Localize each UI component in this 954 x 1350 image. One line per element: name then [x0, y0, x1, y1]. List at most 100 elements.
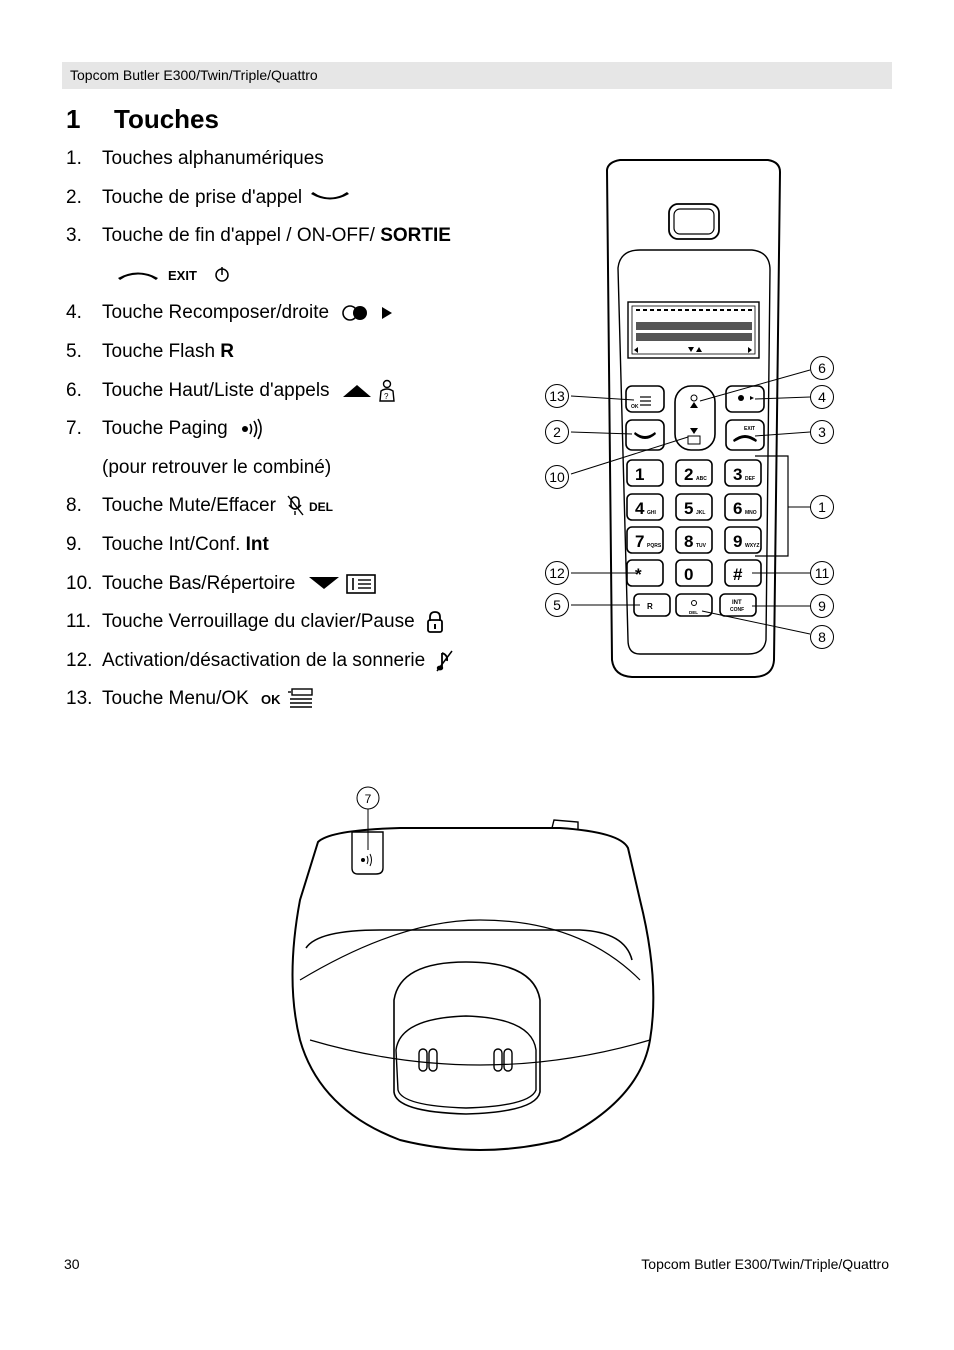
callout-number: 2 — [553, 424, 561, 440]
callout-number: 1 — [818, 499, 826, 515]
keypad-key — [626, 493, 664, 521]
keys-list: 1. Touches alphanumériques 2.Touche de pr… — [66, 145, 454, 724]
list-item: 5. Touche Flash R — [66, 338, 454, 377]
section-title: Touches — [114, 104, 219, 134]
callout-number: 10 — [549, 469, 565, 485]
lock-icon — [427, 611, 443, 634]
callout-number: 4 — [818, 389, 826, 405]
keypad-letters: ABC — [696, 476, 707, 482]
callout-number: 12 — [549, 565, 565, 581]
item-number: 1. — [66, 148, 82, 169]
section-heading: 1 Touches — [66, 104, 219, 135]
keypad-key — [724, 493, 762, 521]
redial-right-arrow-icon — [342, 305, 393, 322]
keypad-digit: 7 — [635, 532, 644, 551]
item-number: 2. — [66, 186, 82, 208]
keypad-digit: 4 — [635, 499, 645, 518]
item-label: Touche Recomposer/droite — [102, 302, 330, 324]
item-bold-label: Int — [245, 533, 269, 555]
item-label: Touche Menu/OK — [102, 688, 249, 710]
callout-circle — [810, 420, 834, 444]
hs-flash-label: R — [647, 602, 653, 611]
list-item: 8.Touche Mute/Effacer DEL — [66, 492, 454, 531]
item-label: (pour retrouver le combiné) — [102, 456, 332, 478]
callout-number: 6 — [818, 360, 826, 376]
ringer-off-icon — [436, 650, 454, 672]
item-number: 12. — [66, 649, 93, 671]
callout-circle — [545, 384, 569, 408]
list-item: 4. Touche Recomposer/droite — [66, 299, 454, 338]
item-label: Touche Mute/Effacer — [102, 495, 276, 517]
base-callout-7: 7 — [365, 792, 372, 806]
keypad-digit: 3 — [733, 465, 742, 484]
callout-number: 11 — [815, 565, 830, 581]
list-item: 6.Touche Haut/Liste d'appels ? — [66, 377, 454, 416]
item-bold-label: R — [220, 340, 235, 362]
item-label: Touche Verrouillage du clavier/Pause — [102, 611, 415, 633]
keypad-key — [724, 526, 762, 554]
callout-circle — [810, 356, 834, 380]
item-label: Touche Bas/Répertoire — [102, 572, 296, 594]
callout-circle — [810, 385, 834, 409]
item-label: Touche de fin d'appel / ON-OFF/ — [102, 225, 381, 247]
keypad-key — [675, 459, 713, 487]
paging-icon — [242, 418, 262, 440]
callout-circle — [810, 495, 834, 519]
keypad-letters: TUV — [696, 543, 707, 549]
keypad-letters: JKL — [696, 510, 705, 516]
hs-ok-label: OK — [631, 404, 639, 410]
keypad-key — [626, 526, 664, 554]
keypad-digit: 1 — [635, 465, 644, 484]
item-number: 7. — [66, 418, 82, 440]
hs-exit-label: EXIT — [744, 426, 755, 432]
list-item: 10.Touche Bas/Répertoire — [66, 570, 454, 609]
list-item: 7. Touche Paging — [66, 415, 454, 454]
list-item: (pour retrouver le combiné) — [66, 454, 454, 493]
mute-del-icon: DEL — [287, 495, 333, 516]
del-label: DEL — [309, 500, 333, 514]
keypad-digit: # — [733, 565, 743, 584]
callout-number: 3 — [818, 424, 826, 440]
up-arrow-calllist-icon: ? — [342, 379, 395, 402]
keypad-digit: * — [635, 565, 642, 584]
running-header: Topcom Butler E300/Twin/Triple/Quattro — [62, 62, 892, 89]
menu-ok-icon: OK — [261, 688, 313, 709]
hs-del-label: DEL — [689, 610, 698, 615]
callout-circle — [545, 420, 569, 444]
keypad-key — [675, 559, 713, 587]
page-number: 30 — [64, 1256, 80, 1272]
callout-circle — [810, 561, 834, 585]
keypad-digit: 9 — [733, 532, 742, 551]
keypad-key — [724, 459, 762, 487]
phone-pickup-icon — [311, 191, 350, 200]
item-number: 4. — [66, 302, 82, 324]
list-item: 13.Touche Menu/OK OK — [66, 685, 454, 724]
item-label: Touche Flash — [102, 340, 221, 362]
list-item: 3.Touche de fin d'appel / ON-OFF/ SORTIE — [66, 222, 454, 261]
list-item: EXIT — [66, 261, 454, 300]
item-number: 5. — [66, 340, 82, 362]
keypad-letters: MNO — [745, 510, 757, 516]
list-item: 1. Touches alphanumériques — [66, 145, 454, 184]
item-number: 11. — [66, 611, 92, 633]
callout-number: 13 — [549, 388, 565, 404]
item-number: 9. — [66, 533, 82, 555]
list-item: 2.Touche de prise d'appel — [66, 184, 454, 223]
keypad-key — [626, 459, 664, 487]
header-title: Topcom Butler E300/Twin/Triple/Quattro — [70, 67, 318, 83]
list-item: 9.Touche Int/Conf. Int — [66, 531, 454, 570]
exit-label: EXIT — [168, 268, 197, 283]
keypad-letters: WXYZ — [745, 543, 759, 549]
section-number: 1 — [66, 104, 81, 134]
end-call-exit-power-icon: EXIT — [118, 266, 229, 283]
base-station-illustration: 7 — [291, 786, 655, 1151]
hs-conf-label: CONF — [730, 607, 744, 613]
callout-circle — [810, 594, 834, 618]
callout-number: 8 — [818, 629, 826, 645]
keypad-digit: 5 — [684, 499, 693, 518]
footer-title: Topcom Butler E300/Twin/Triple/Quattro — [641, 1256, 889, 1272]
keypad-letters: DEF — [745, 476, 755, 482]
item-label: Touche Paging — [102, 418, 228, 440]
item-label: Touches alphanumériques — [102, 148, 324, 169]
